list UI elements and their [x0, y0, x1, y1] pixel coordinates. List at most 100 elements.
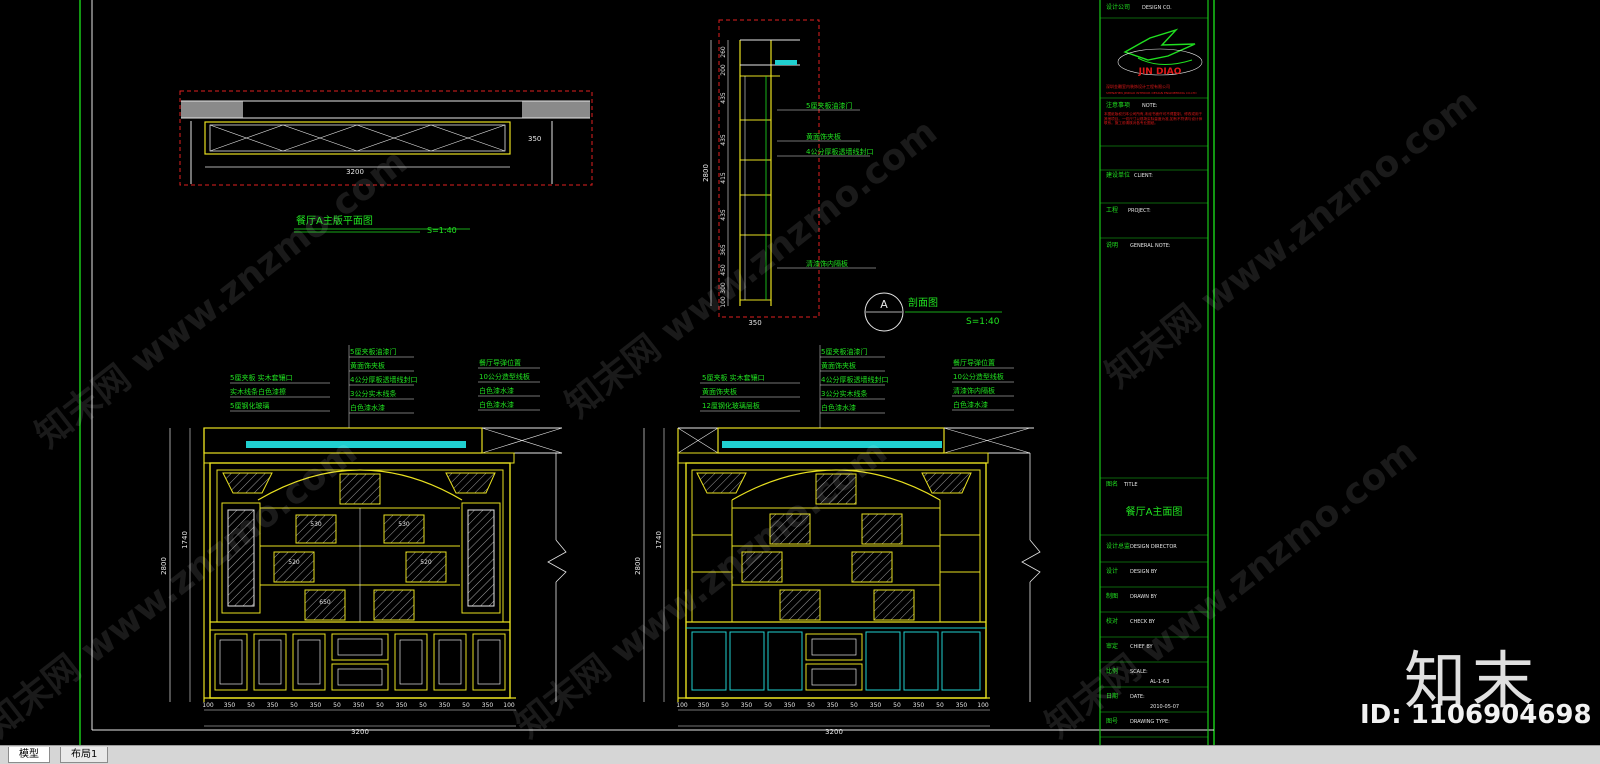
bottom-dim-label: 50	[936, 702, 944, 709]
tb-row-label: 比例	[1106, 667, 1118, 675]
bottom-dim-label: 350	[482, 702, 494, 709]
bottom-dim-label: 50	[764, 702, 772, 709]
bottom-dim-label: 350	[913, 702, 925, 709]
bottom-dim-label: 50	[376, 702, 384, 709]
section-label-3: 清漆饰内隔板	[806, 259, 848, 268]
title-block: 设计公司 DESIGN CO. JIN DIAO 深圳金雕室内装饰设计工程有限公…	[1100, 3, 1208, 738]
tb-client-en: CLIENT:	[1134, 173, 1153, 179]
tb-brand: JIN DIAO	[1138, 67, 1182, 77]
section-label-1: 黄面饰夹板	[806, 132, 841, 141]
tb-client-label: 建设单位	[1106, 171, 1130, 179]
tb-row-label-en: SCALE:	[1130, 669, 1148, 675]
tb-row-label: 日期	[1106, 692, 1118, 700]
left-mid-dim: 1740	[181, 531, 189, 549]
right-top-label-2: 4公分厚板透墙线封口	[821, 375, 888, 384]
bottom-dim-label: 50	[721, 702, 729, 709]
tb-row-value: AL-1-63	[1150, 679, 1169, 685]
section-dim-2: 435	[720, 92, 727, 104]
tb-row-label-en: DESIGN DIRECTOR	[1130, 544, 1177, 550]
tb-title-label: 图名	[1106, 480, 1118, 488]
left-height-dim: 2800	[160, 557, 168, 575]
bottom-dim-label: 50	[462, 702, 470, 709]
right-top-label-4: 白色漆水漆	[821, 403, 856, 412]
tb-row-label-en: CHECK BY	[1130, 619, 1156, 625]
left-right-label-3: 白色漆水漆	[479, 400, 514, 409]
section-depth-dim: 350	[748, 319, 761, 327]
tb-row-value: 2010-05-07	[1150, 704, 1179, 710]
watermark-id: ID: 1106904698	[1360, 700, 1592, 730]
tb-row-label-en: CHIEF BY	[1130, 644, 1154, 650]
sheet-frame	[79, 0, 1215, 745]
right-total-dim: 3200	[825, 728, 843, 736]
section-marker: A	[880, 298, 888, 311]
bottom-dim-label: 50	[850, 702, 858, 709]
tb-row-label-en: DATE:	[1130, 694, 1145, 700]
bottom-dim-label: 350	[784, 702, 796, 709]
right-mid-dim: 1740	[655, 531, 663, 549]
plan-width-dim: 3200	[346, 168, 364, 176]
left-side-label-0: 5厘夹板 实木套镶口	[230, 373, 293, 382]
tb-row-label: 设计	[1106, 567, 1118, 575]
left-top-label-2: 4公分厚板透墙线封口	[350, 375, 417, 384]
bottom-dim-label: 50	[290, 702, 298, 709]
bottom-dim-label: 350	[698, 702, 710, 709]
elevation-left: 530 530 520 520 650 2800	[160, 345, 567, 736]
right-top-label-0: 5厘夹板油漆门	[821, 347, 867, 356]
cad-model-canvas[interactable]: 3200 350 餐厅A主版平面图 S=1:40 2800	[0, 0, 1600, 746]
bottom-dim-label: 350	[353, 702, 365, 709]
left-right-label-1: 10公分造型线板	[479, 372, 530, 381]
bottom-dim-label: 100	[503, 702, 515, 709]
tb-company-label: 设计公司	[1106, 3, 1130, 11]
bottom-dim-label: 350	[310, 702, 322, 709]
plan-view: 3200 350 餐厅A主版平面图 S=1:40	[179, 90, 593, 235]
tb-project-label: 工程	[1106, 206, 1118, 214]
cad-drawing[interactable]: 3200 350 餐厅A主版平面图 S=1:40 2800	[0, 0, 1600, 745]
right-top-label-3: 3公分实木线条	[821, 389, 867, 398]
bottom-dim-label: 50	[333, 702, 341, 709]
plan-title: 餐厅A主版平面图	[296, 214, 373, 227]
bottom-dim-label: 50	[247, 702, 255, 709]
right-right-label-0: 餐厅导弹位置	[953, 358, 995, 367]
elevation-right: 2800 1740 3200 100 350 50 350 50 350 50 350 50 35…	[634, 345, 1041, 736]
right-height-dim: 2800	[634, 557, 642, 575]
left-top-label-0: 5厘夹板油漆门	[350, 347, 396, 356]
left-inner-dim-2: 520	[288, 559, 300, 566]
tb-note-en: NOTE:	[1142, 103, 1158, 109]
section-label-0: 5厘夹板油漆门	[806, 101, 852, 110]
right-right-label-2: 清漆饰内隔板	[953, 386, 995, 395]
right-side-label-0: 5厘夹板 实木套镶口	[702, 373, 765, 382]
section-title: 剖面图	[908, 296, 938, 309]
bottom-dim-label: 350	[224, 702, 236, 709]
section-dim-0: 260	[720, 46, 727, 58]
tb-general-en: GENERAL NOTE:	[1130, 243, 1171, 249]
left-inner-dim-3: 520	[420, 559, 432, 566]
tb-general-label: 说明	[1106, 241, 1118, 249]
bottom-dim-label: 50	[419, 702, 427, 709]
left-inner-dim-4: 650	[319, 599, 331, 606]
plan-scale: S=1:40	[427, 226, 457, 235]
tab-model[interactable]: 模型	[8, 747, 50, 763]
tb-row-label: 设计总监	[1106, 542, 1130, 550]
tb-row-label-en: DESIGN BY	[1130, 569, 1158, 575]
bottom-dim-label: 350	[870, 702, 882, 709]
bottom-dim-label: 350	[267, 702, 279, 709]
left-inner-dim-1: 530	[398, 521, 410, 528]
plan-depth-dim: 350	[528, 135, 541, 143]
tb-title-en: TITLE	[1123, 482, 1138, 488]
tb-row-label: 图号	[1106, 718, 1118, 725]
left-top-label-4: 白色漆水漆	[350, 403, 385, 412]
tb-project-en: PROJECT:	[1128, 208, 1151, 214]
layout-tab-bar: 模型 布局1	[0, 745, 1600, 764]
bottom-dim-label: 100	[977, 702, 989, 709]
section-label-2: 4公分厚板透墙线封口	[806, 147, 873, 156]
section-scale: S=1:40	[966, 317, 1000, 327]
section-dim-4: 415	[720, 172, 727, 184]
tb-row-label: 校对	[1106, 617, 1118, 625]
right-right-label-1: 10公分造型线板	[953, 372, 1004, 381]
tab-layout1[interactable]: 布局1	[60, 747, 109, 763]
bottom-dim-label: 350	[827, 702, 839, 709]
tb-notes: 本图纸版权归本公司所有,未经书面许可不得复制、修改或用于其他项目。一切尺寸以现场…	[1104, 112, 1203, 126]
